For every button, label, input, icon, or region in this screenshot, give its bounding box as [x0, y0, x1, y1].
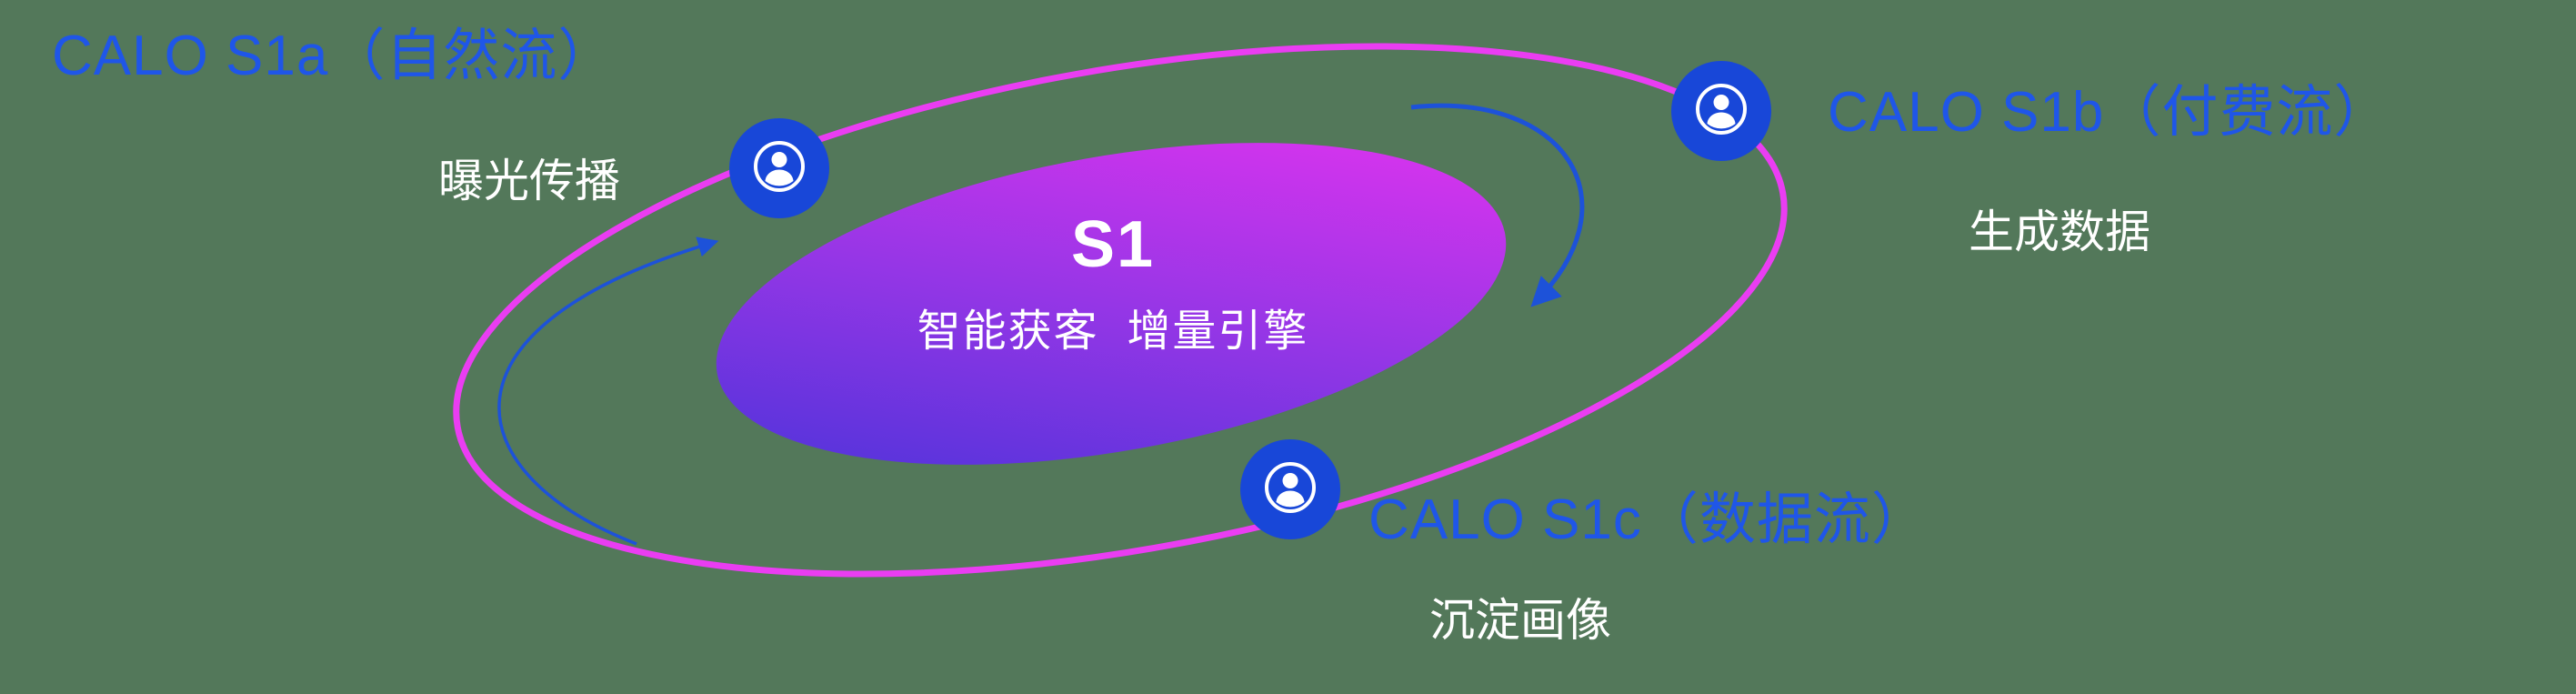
core-text: S1 智能获客 增量引擎: [917, 207, 1309, 358]
person-icon: [1261, 458, 1319, 521]
flow-arrow-right: [1410, 103, 1585, 307]
label-s1c: CALO S1c（数据流）: [1368, 488, 1929, 551]
core-subtitle: 智能获客 增量引擎: [917, 307, 1309, 356]
core-title: S1: [1070, 208, 1156, 281]
flow-arrow-left: [497, 236, 719, 546]
core-ellipse: [716, 143, 1507, 465]
node-s1c: [1240, 439, 1340, 539]
sublabel-s1a: 曝光传播: [438, 156, 620, 206]
orbit-ellipse: [453, 43, 1788, 578]
node-s1b: [1671, 61, 1771, 161]
label-s1b: CALO S1b（付费流）: [1828, 81, 2391, 144]
person-icon: [750, 137, 808, 200]
sublabel-s1c: 沉淀画像: [1429, 595, 1611, 646]
sublabel-s1b: 生成数据: [1969, 206, 2150, 257]
label-s1a: CALO S1a（自然流）: [52, 25, 616, 87]
person-icon: [1692, 80, 1750, 143]
node-s1a: [729, 118, 829, 218]
